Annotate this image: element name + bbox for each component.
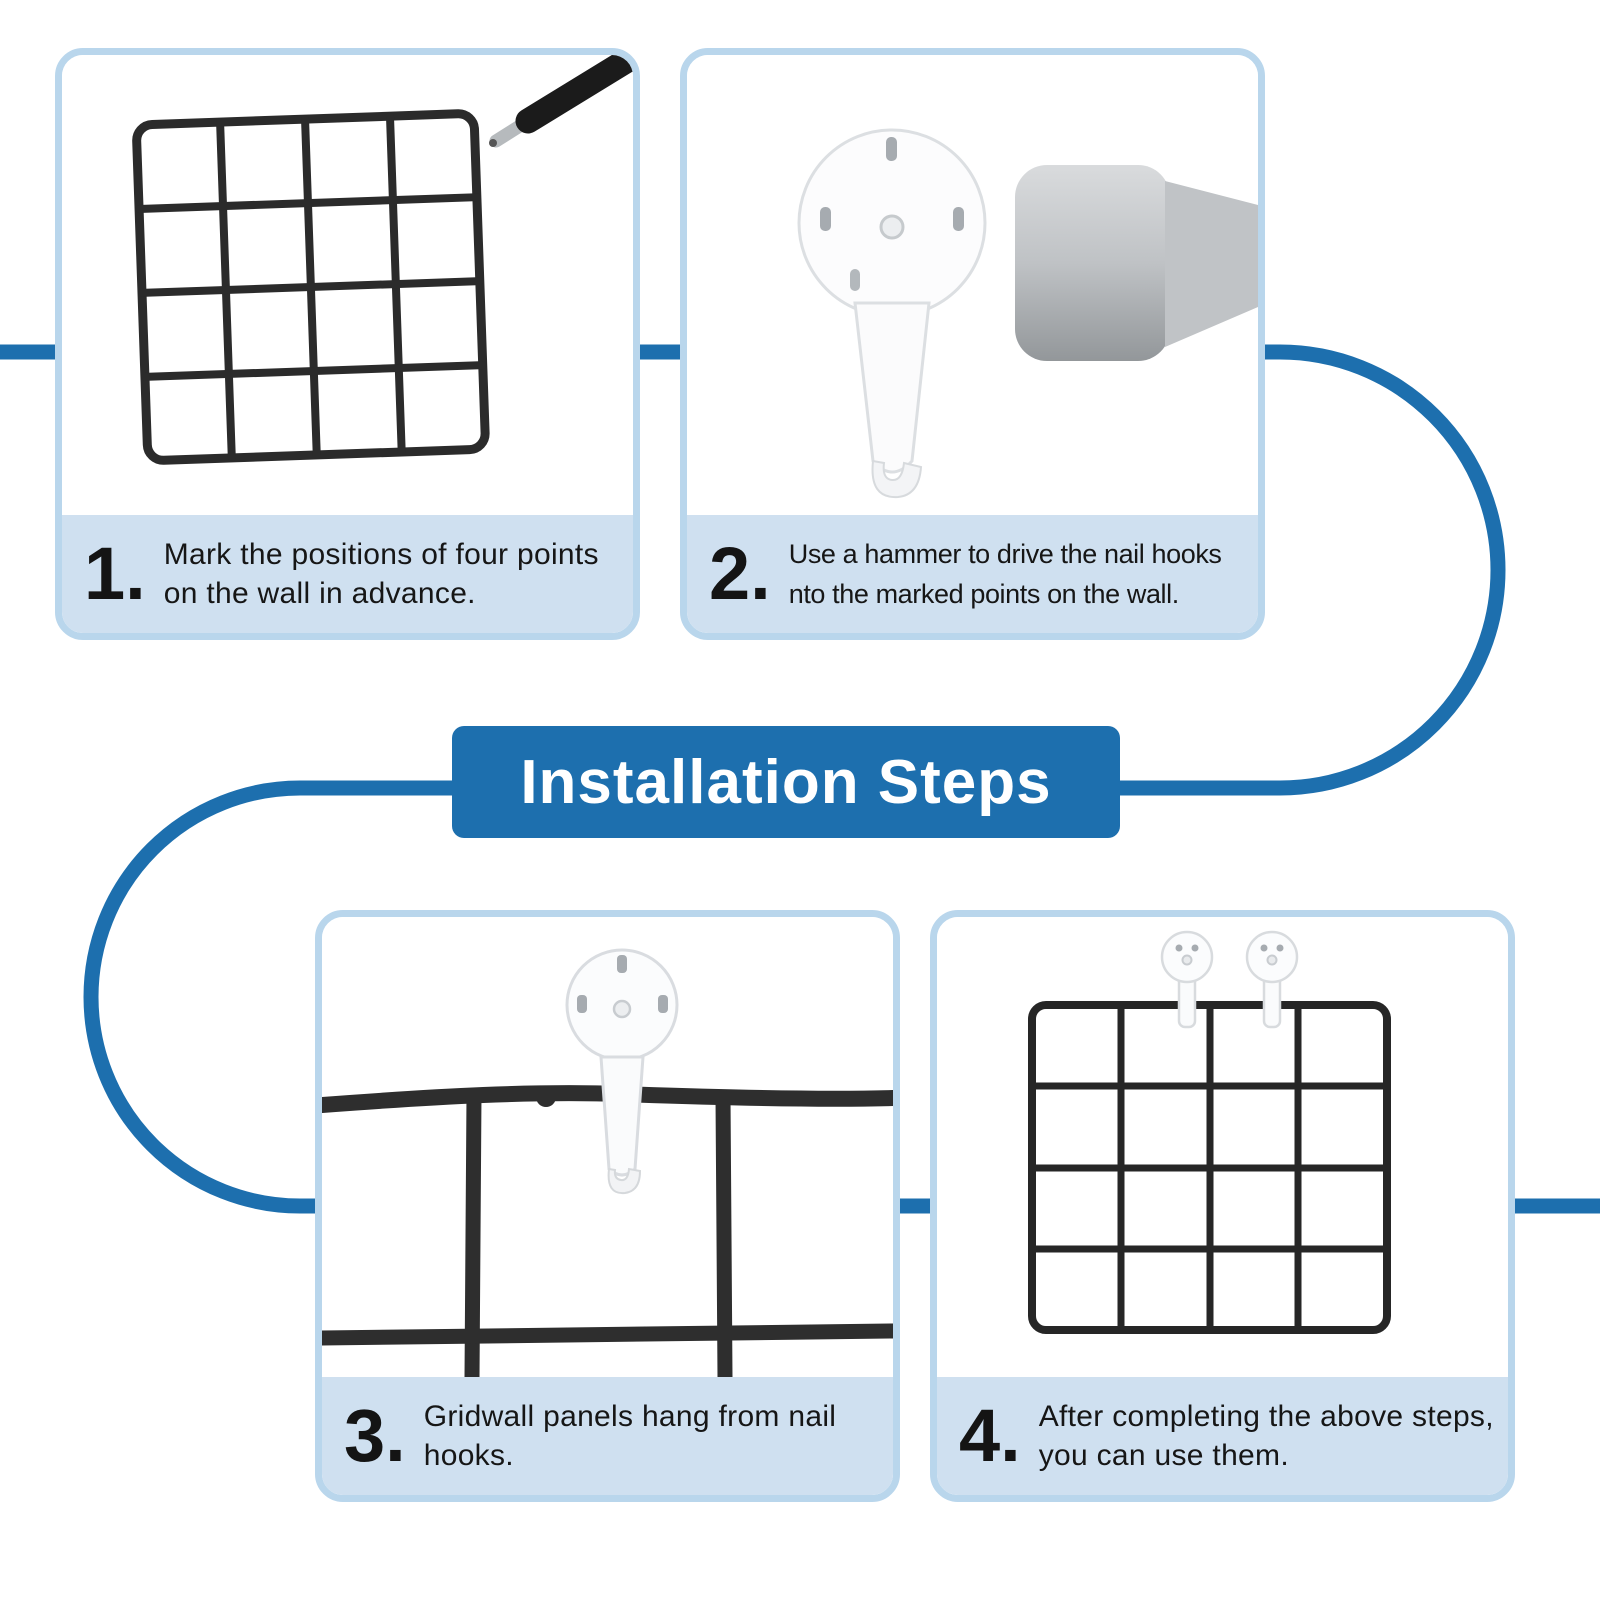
- step-card-1: 1. Mark the positions of four points on …: [55, 48, 640, 640]
- nail-hook-icon-right: [1245, 930, 1299, 1029]
- step3-number: 3.: [344, 1393, 406, 1477]
- grid-panel: [132, 109, 490, 465]
- step2-number: 2.: [709, 531, 771, 615]
- grid-panel-with-pen-image: [132, 55, 633, 465]
- hammer-head-icon: [1015, 165, 1258, 361]
- grid-panel: [1028, 1001, 1391, 1334]
- step-card-4: 4. After completing the above steps, you…: [930, 910, 1515, 1502]
- step2-illustration: [687, 55, 1258, 515]
- banner-title: Installation Steps: [520, 747, 1052, 817]
- grid-panel-on-hooks-image: [1028, 930, 1391, 1334]
- pen-icon: [489, 55, 633, 148]
- step2-caption: 2. Use a hammer to drive the nail hooks …: [687, 515, 1258, 633]
- step4-illustration: [937, 917, 1508, 1377]
- step3-text: Gridwall panels hang from nail hooks.: [423, 1400, 837, 1472]
- step4-text: After completing the above steps, you ca…: [1038, 1400, 1494, 1472]
- hook-holding-grid-wire-image: [322, 948, 893, 1377]
- nail-hook-icon-left: [1160, 930, 1214, 1029]
- banner: Installation Steps: [452, 726, 1120, 838]
- step4-number: 4.: [959, 1393, 1021, 1477]
- step-card-2: 2. Use a hammer to drive the nail hooks …: [680, 48, 1265, 640]
- nail-hook-icon: [797, 128, 987, 499]
- nail-hook-and-hammer-image: [797, 128, 1258, 499]
- step4-caption: 4. After completing the above steps, you…: [937, 1377, 1508, 1495]
- step1-text: Mark the positions of four points on the…: [163, 538, 599, 610]
- step-card-3: 3. Gridwall panels hang from nail hooks.: [315, 910, 900, 1502]
- step2-text: Use a hammer to drive the nail hooks nto…: [788, 538, 1222, 610]
- step1-number: 1.: [84, 531, 146, 615]
- step1-caption: 1. Mark the positions of four points on …: [62, 515, 633, 633]
- step1-illustration: [62, 55, 633, 515]
- step3-illustration: [322, 917, 893, 1377]
- nail-hook-on-wire-icon: [565, 948, 679, 1195]
- step3-caption: 3. Gridwall panels hang from nail hooks.: [322, 1377, 893, 1495]
